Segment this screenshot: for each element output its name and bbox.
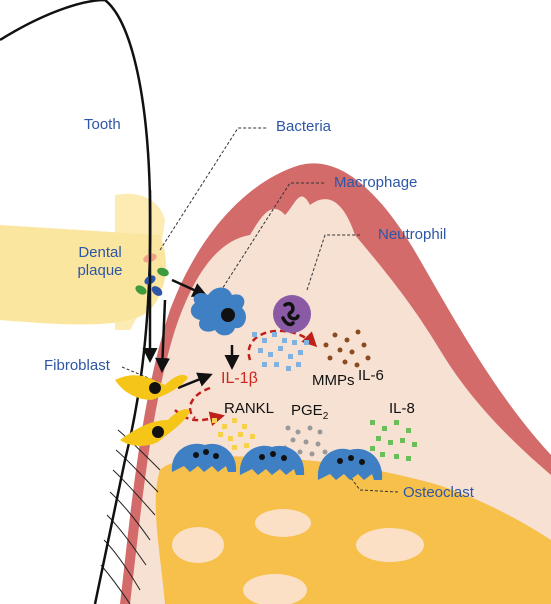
label-pge2-text: PGE <box>291 402 323 419</box>
label-dental-plaque-line1: Dental <box>70 244 130 262</box>
label-macrophage: Macrophage <box>334 174 417 192</box>
label-pge2-subscript: 2 <box>323 411 329 422</box>
bone-cavity <box>255 509 311 537</box>
label-osteoclast: Osteoclast <box>403 484 474 502</box>
neutrophil-cell <box>273 295 311 333</box>
label-il1b: IL-1β <box>221 370 258 388</box>
label-mmps: MMPs <box>312 372 355 390</box>
label-il6: IL-6 <box>358 367 384 385</box>
label-neutrophil: Neutrophil <box>378 226 446 244</box>
label-bacteria: Bacteria <box>276 118 331 136</box>
label-il8: IL-8 <box>389 400 415 418</box>
label-dental-plaque-line2: plaque <box>70 262 130 280</box>
label-rankl: RANKL <box>224 400 274 418</box>
label-pge2: PGE2 <box>291 402 328 426</box>
label-fibroblast: Fibroblast <box>44 357 110 375</box>
bone-cavity <box>172 527 224 563</box>
bone-cavity <box>356 528 424 562</box>
label-dental-plaque: Dental plaque <box>70 244 130 280</box>
label-tooth: Tooth <box>84 116 121 134</box>
